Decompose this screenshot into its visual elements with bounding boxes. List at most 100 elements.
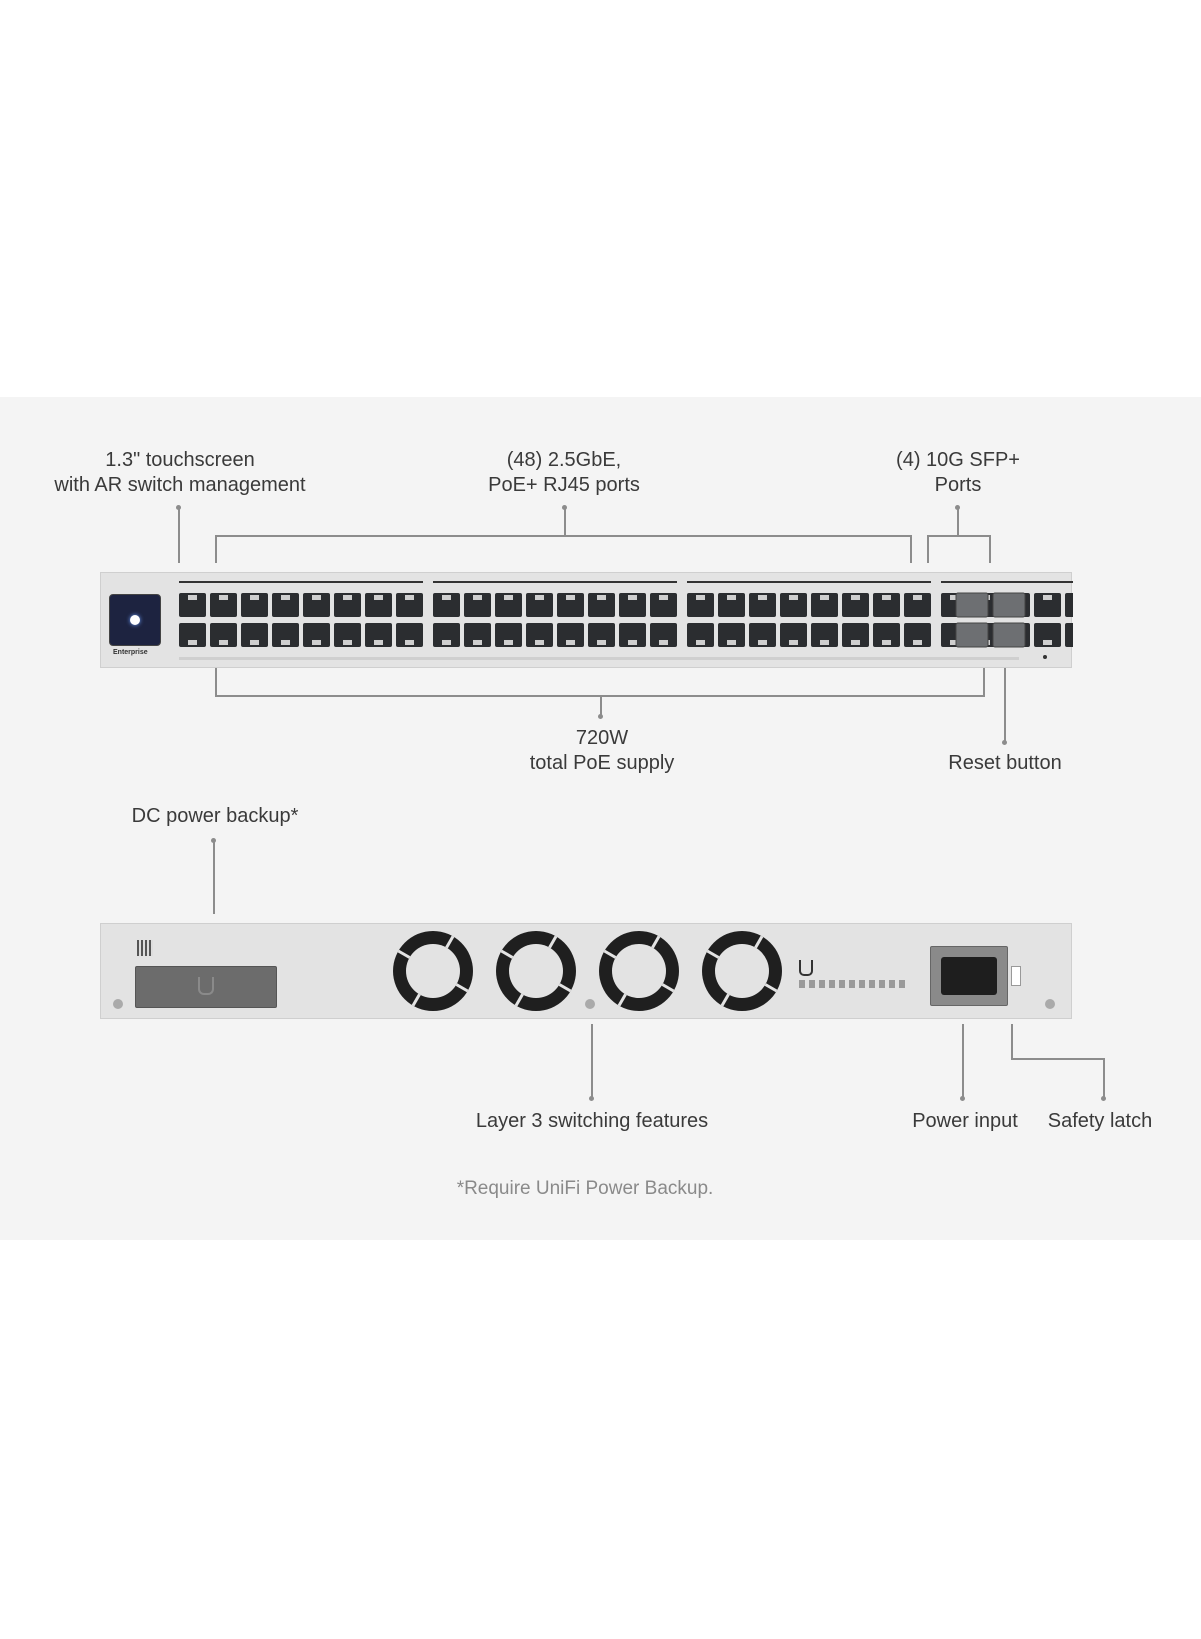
rj45-port[interactable]	[495, 593, 522, 617]
rj45-port[interactable]	[557, 623, 584, 647]
rj45-port-latch	[628, 640, 637, 645]
rj45-port[interactable]	[210, 593, 237, 617]
rj45-port-latch	[535, 595, 544, 600]
rj45-port[interactable]	[1065, 623, 1073, 647]
rj45-port[interactable]	[1034, 623, 1061, 647]
rj45-port[interactable]	[904, 623, 931, 647]
fan-hub	[406, 944, 460, 998]
leader-dot-reset	[1002, 740, 1007, 745]
rj45-port[interactable]	[904, 593, 931, 617]
rj45-port-latch	[950, 595, 959, 600]
rj45-port[interactable]	[179, 593, 206, 617]
fan-hub	[509, 944, 563, 998]
label-touchscreen-line2: with AR switch management	[54, 474, 306, 496]
rj45-port-latch	[281, 595, 290, 600]
rj45-port-latch	[851, 640, 860, 645]
rj45-port-latch	[473, 595, 482, 600]
rj45-port[interactable]	[433, 593, 460, 617]
leader-line-layer3	[591, 1024, 593, 1098]
rj45-port[interactable]	[396, 623, 423, 647]
rj45-port-latch	[882, 640, 891, 645]
rj45-port[interactable]	[272, 623, 299, 647]
leader-line-touchscreen	[178, 507, 180, 563]
label-rj45-line2: PoE+ RJ45 ports	[488, 474, 640, 496]
rj45-port[interactable]	[1034, 593, 1061, 617]
rj45-port[interactable]	[179, 623, 206, 647]
safety-latch[interactable]	[1011, 966, 1021, 986]
rj45-port[interactable]	[588, 593, 615, 617]
rj45-port[interactable]	[650, 623, 677, 647]
rj45-port[interactable]	[842, 623, 869, 647]
rj45-port-latch	[882, 595, 891, 600]
rj45-port[interactable]	[780, 623, 807, 647]
leader-line-rj45	[564, 507, 566, 535]
rj45-port-latch	[281, 640, 290, 645]
rj45-port[interactable]	[842, 593, 869, 617]
rj45-port[interactable]	[272, 593, 299, 617]
rj45-port[interactable]	[334, 593, 361, 617]
rj45-port[interactable]	[365, 623, 392, 647]
power-input-socket[interactable]	[930, 946, 1008, 1006]
dc-power-backup-port[interactable]	[135, 966, 277, 1008]
rj45-port-latch	[659, 595, 668, 600]
rj45-port-latch	[405, 595, 414, 600]
rj45-port[interactable]	[464, 593, 491, 617]
rj45-port[interactable]	[749, 593, 776, 617]
rj45-port[interactable]	[1065, 593, 1073, 617]
sfp-port[interactable]	[992, 592, 1026, 618]
rj45-port[interactable]	[780, 593, 807, 617]
rj45-port[interactable]	[526, 623, 553, 647]
rj45-port[interactable]	[687, 593, 714, 617]
leader-line-sfp	[957, 507, 959, 535]
rj45-port-latch	[820, 640, 829, 645]
rj45-port[interactable]	[873, 593, 900, 617]
rj45-port[interactable]	[210, 623, 237, 647]
rj45-port-latch	[950, 640, 959, 645]
rj45-port-latch	[374, 595, 383, 600]
rj45-port[interactable]	[334, 623, 361, 647]
rj45-port-latch	[250, 640, 259, 645]
sfp-port[interactable]	[955, 622, 989, 648]
rj45-port[interactable]	[303, 593, 330, 617]
rj45-port[interactable]	[464, 623, 491, 647]
rj45-port-latch	[188, 640, 197, 645]
rj45-port-latch	[789, 640, 798, 645]
leader-line-latch-c	[1103, 1058, 1105, 1098]
rj45-port[interactable]	[811, 593, 838, 617]
sfp-port[interactable]	[955, 592, 989, 618]
rj45-port[interactable]	[241, 623, 268, 647]
rj45-port[interactable]	[687, 623, 714, 647]
rj45-port[interactable]	[619, 623, 646, 647]
fan-grille-strut	[651, 935, 661, 949]
rj45-port-latch	[851, 595, 860, 600]
fan-grille-strut	[603, 949, 617, 959]
rj45-port[interactable]	[241, 593, 268, 617]
rj45-port[interactable]	[495, 623, 522, 647]
sfp-port[interactable]	[992, 622, 1026, 648]
touchscreen-display[interactable]	[109, 594, 161, 646]
screw-left-icon	[113, 999, 123, 1009]
label-layer3-switching: Layer 3 switching features	[475, 1110, 709, 1132]
rj45-port[interactable]	[433, 623, 460, 647]
reset-button[interactable]	[1043, 655, 1047, 659]
rj45-port[interactable]	[365, 593, 392, 617]
rj45-port[interactable]	[303, 623, 330, 647]
rj45-port[interactable]	[619, 593, 646, 617]
rj45-port[interactable]	[873, 623, 900, 647]
rj45-port[interactable]	[396, 593, 423, 617]
label-poe-line1: 720W	[575, 727, 629, 749]
rj45-port-latch	[628, 595, 637, 600]
rj45-port[interactable]	[650, 593, 677, 617]
rj45-port[interactable]	[749, 623, 776, 647]
label-poe-supply: 720W total PoE supply	[472, 726, 732, 776]
rj45-port-latch	[696, 640, 705, 645]
rj45-port[interactable]	[557, 593, 584, 617]
rj45-port-latch	[566, 640, 575, 645]
rj45-port[interactable]	[718, 623, 745, 647]
rj45-port-latch	[312, 595, 321, 600]
rj45-port[interactable]	[811, 623, 838, 647]
leader-line-power-input	[962, 1024, 964, 1098]
rj45-port[interactable]	[588, 623, 615, 647]
rj45-port[interactable]	[526, 593, 553, 617]
rj45-port[interactable]	[718, 593, 745, 617]
